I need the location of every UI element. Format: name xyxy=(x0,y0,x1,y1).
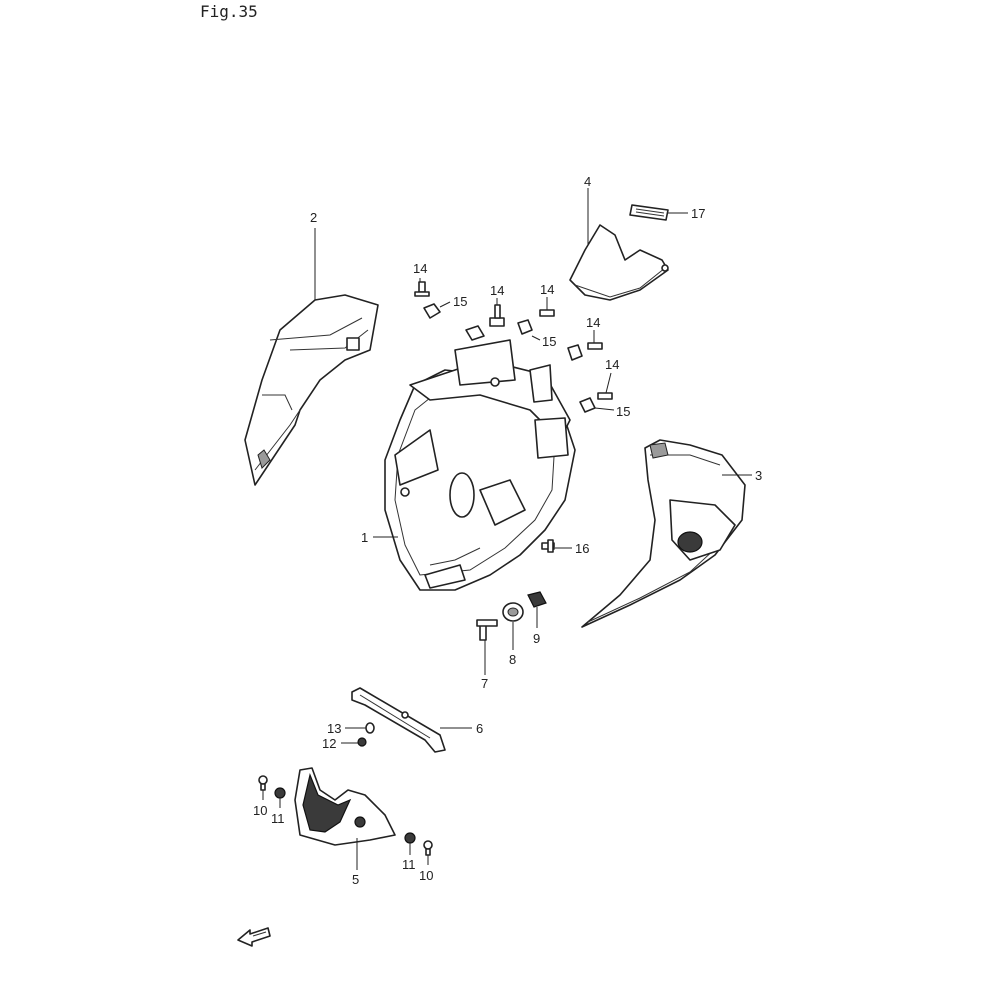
callout-4: 4 xyxy=(584,174,591,189)
fastener-15a-nut xyxy=(423,303,441,319)
callout-5: 5 xyxy=(352,872,359,887)
part-17-label xyxy=(629,204,669,221)
fastener-11a-nut xyxy=(274,787,286,799)
fastener-10a-screw xyxy=(258,775,268,791)
callout-17: 17 xyxy=(691,206,705,221)
callout-7: 7 xyxy=(481,676,488,691)
callout-14a: 14 xyxy=(413,261,427,276)
fastener-15c-nut xyxy=(517,319,533,335)
fastener-14b-screw xyxy=(489,304,505,327)
fastener-14c-screw xyxy=(539,309,555,317)
callout-15c: 15 xyxy=(616,404,630,419)
figure-title: Fig.35 xyxy=(200,2,258,21)
callout-15a: 15 xyxy=(453,294,467,309)
fastener-14e-screw xyxy=(597,392,613,400)
fastener-7-bolt xyxy=(476,619,498,641)
fastener-11b-nut xyxy=(404,832,416,844)
part-3-right-cover xyxy=(581,439,746,628)
fastener-15d-nut xyxy=(567,344,583,361)
part-6-bracket xyxy=(351,687,446,753)
fastener-16-screw xyxy=(541,539,555,553)
part-4-top-cover xyxy=(569,224,669,301)
part-1-headlamp-housing xyxy=(384,339,576,591)
fwd-arrow-icon xyxy=(237,927,271,947)
callout-14c: 14 xyxy=(540,282,554,297)
callout-9: 9 xyxy=(533,631,540,646)
part-5-lower-cover xyxy=(294,767,396,846)
callout-11a: 11 xyxy=(271,811,285,826)
callout-14d: 14 xyxy=(586,315,600,330)
callout-3: 3 xyxy=(755,468,762,483)
callout-6: 6 xyxy=(476,721,483,736)
callout-15b: 15 xyxy=(542,334,556,349)
fastener-14d-screw xyxy=(587,342,603,350)
callout-14e: 14 xyxy=(605,357,619,372)
callout-10a: 10 xyxy=(253,803,267,818)
callout-10b: 10 xyxy=(419,868,433,883)
fastener-15b-nut xyxy=(465,325,485,341)
fastener-14a-screw xyxy=(414,281,430,297)
part-2-left-cover xyxy=(244,294,379,486)
fastener-8-grommet xyxy=(502,602,524,622)
callout-11b: 11 xyxy=(402,857,416,872)
callout-1: 1 xyxy=(361,530,368,545)
callout-14b: 14 xyxy=(490,283,504,298)
callout-12: 12 xyxy=(322,736,336,751)
callout-8: 8 xyxy=(509,652,516,667)
fastener-15e-nut xyxy=(579,397,596,413)
fastener-12-screw xyxy=(357,737,367,747)
callout-13: 13 xyxy=(327,721,341,736)
callout-16: 16 xyxy=(575,541,589,556)
fastener-9-nut xyxy=(527,591,547,608)
leader-lines xyxy=(262,188,752,870)
callout-2: 2 xyxy=(310,210,317,225)
fastener-10b-screw xyxy=(423,840,433,856)
fastener-13-washer xyxy=(365,722,375,734)
